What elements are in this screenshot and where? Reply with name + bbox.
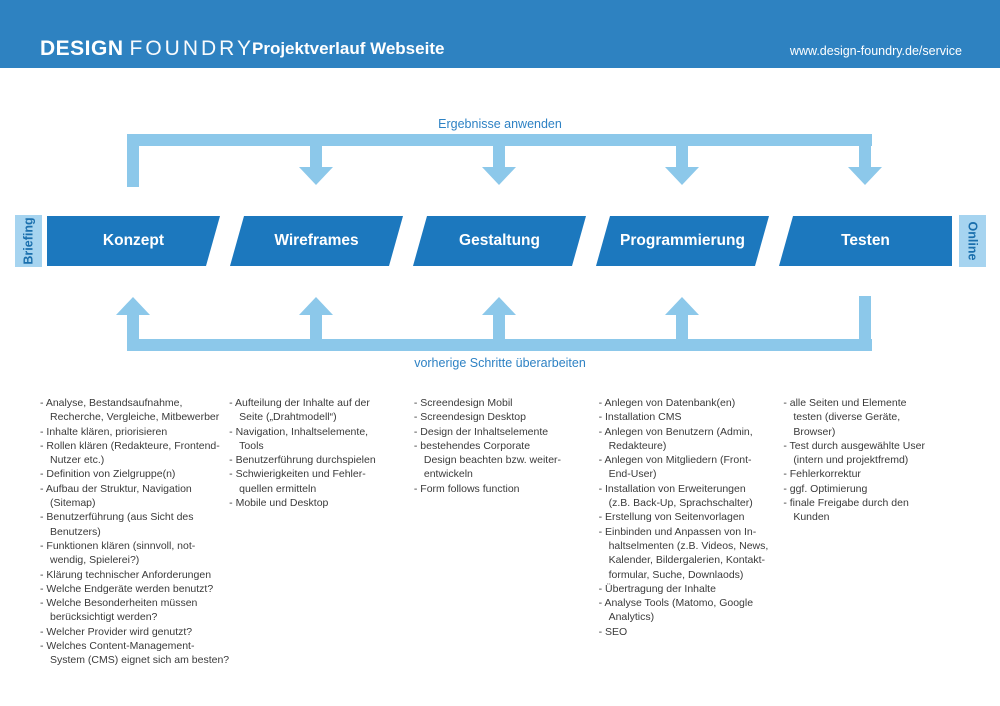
arrow-down-head-testen-icon xyxy=(848,167,882,185)
task-item: Benutzerführung durchspielen xyxy=(229,453,414,467)
stage-label: Testen xyxy=(841,232,890,249)
task-item: Definition von Zielgruppe(n) xyxy=(40,467,229,481)
task-item: Einbinden und Anpassen von In- haltselme… xyxy=(599,525,784,582)
task-item: Screendesign Desktop xyxy=(414,410,599,424)
task-item: Fehlerkorrektur xyxy=(783,467,968,481)
task-item: Installation CMS xyxy=(599,410,784,424)
arrow-down-stem-wireframes xyxy=(310,146,322,167)
task-list-gestaltung: Screendesign MobilScreendesign DesktopDe… xyxy=(414,396,599,668)
task-item: Schwierigkeiten und Fehler- quellen ermi… xyxy=(229,467,414,496)
task-item: Mobile und Desktop xyxy=(229,496,414,510)
task-item: Navigation, Inhaltselemente, Tools xyxy=(229,425,414,454)
arrow-up-head-programmierung-icon xyxy=(665,297,699,315)
online-label: Online xyxy=(965,221,980,261)
task-list-programmierung: Anlegen von Datenbank(en)Installation CM… xyxy=(599,396,784,668)
task-columns: Analyse, Bestandsaufnahme, Recherche, Ve… xyxy=(40,396,968,668)
arrow-up-stem-wireframes xyxy=(310,315,322,339)
briefing-entry-box: Briefing xyxy=(15,215,42,267)
arrow-down-head-gestaltung-icon xyxy=(482,167,516,185)
arrow-down-head-programmierung-icon xyxy=(665,167,699,185)
task-item: Welche Besonderheiten müssen berücksicht… xyxy=(40,596,229,625)
task-item: Welches Content-Management- System (CMS)… xyxy=(40,639,229,668)
task-item: Welche Endgeräte werden benutzt? xyxy=(40,582,229,596)
briefing-label: Briefing xyxy=(21,217,36,265)
stage-label: Wireframes xyxy=(274,232,359,249)
task-item: alle Seiten und Elemente testen (diverse… xyxy=(783,396,968,439)
forward-bar xyxy=(127,134,872,146)
task-item: Design der Inhaltselemente xyxy=(414,425,599,439)
stage-gestaltung: Gestaltung xyxy=(413,216,586,266)
arrow-down-stem-testen xyxy=(859,146,871,167)
task-item: ggf. Optimierung xyxy=(783,482,968,496)
stage-band: Konzept Wireframes Gestaltung Programmie… xyxy=(47,216,952,266)
arrow-down-stem-programmierung xyxy=(676,146,688,167)
task-item: Installation von Erweiterungen (z.B. Bac… xyxy=(599,482,784,511)
service-url: www.design-foundry.de/service xyxy=(789,44,962,58)
task-item: Analyse Tools (Matomo, Google Analytics) xyxy=(599,596,784,625)
task-list-wireframes: Aufteilung der Inhalte auf der Seite („D… xyxy=(229,396,414,668)
stage-label: Programmierung xyxy=(620,232,745,249)
task-item: Aufbau der Struktur, Navigation (Sitemap… xyxy=(40,482,229,511)
task-item: Übertragung der Inhalte xyxy=(599,582,784,596)
backward-flow-label: vorherige Schritte überarbeiten xyxy=(414,356,586,370)
stage-programmierung: Programmierung xyxy=(596,216,769,266)
task-item: Klärung technischer Anforderungen xyxy=(40,568,229,582)
task-item: Rollen klären (Redakteure, Frontend- Nut… xyxy=(40,439,229,468)
arrow-up-stem-gestaltung xyxy=(493,315,505,339)
forward-source-stem-konzept xyxy=(127,146,139,187)
task-item: Anlegen von Mitgliedern (Front- End-User… xyxy=(599,453,784,482)
task-item: finale Freigabe durch den Kunden xyxy=(783,496,968,525)
arrow-up-head-konzept-icon xyxy=(116,297,150,315)
task-item: Aufteilung der Inhalte auf der Seite („D… xyxy=(229,396,414,425)
brand-logo-bold: DESIGN xyxy=(40,37,124,60)
task-item: Benutzerführung (aus Sicht des Benutzers… xyxy=(40,510,229,539)
forward-flow-label: Ergebnisse anwenden xyxy=(438,117,562,131)
arrow-down-stem-gestaltung xyxy=(493,146,505,167)
backward-source-stem-testen xyxy=(859,296,871,339)
arrow-up-head-wireframes-icon xyxy=(299,297,333,315)
task-list-testen: alle Seiten und Elemente testen (diverse… xyxy=(783,396,968,668)
task-item: Welcher Provider wird genutzt? xyxy=(40,625,229,639)
online-exit-box: Online xyxy=(959,215,986,267)
task-item: Anlegen von Benutzern (Admin, Redakteure… xyxy=(599,425,784,454)
task-item: Inhalte klären, priorisieren xyxy=(40,425,229,439)
brand-logo-light: FOUNDRY xyxy=(129,37,254,60)
task-item: Funktionen klären (sinnvoll, not- wendig… xyxy=(40,539,229,568)
task-item: Test durch ausgewählte User (intern und … xyxy=(783,439,968,468)
stage-konzept: Konzept xyxy=(47,216,220,266)
task-list-konzept: Analyse, Bestandsaufnahme, Recherche, Ve… xyxy=(40,396,229,668)
task-item: Form follows function xyxy=(414,482,599,496)
stage-label: Konzept xyxy=(102,232,165,249)
arrow-up-stem-programmierung xyxy=(676,315,688,339)
task-item: Analyse, Bestandsaufnahme, Recherche, Ve… xyxy=(40,396,229,425)
arrow-down-head-wireframes-icon xyxy=(299,167,333,185)
stage-label: Gestaltung xyxy=(459,232,540,249)
backward-bar xyxy=(127,339,872,351)
arrow-up-stem-konzept xyxy=(127,315,139,339)
task-item: SEO xyxy=(599,625,784,639)
page-title: Projektverlauf Webseite xyxy=(252,39,445,58)
arrow-up-head-gestaltung-icon xyxy=(482,297,516,315)
stage-wireframes: Wireframes xyxy=(230,216,403,266)
task-item: Screendesign Mobil xyxy=(414,396,599,410)
stage-testen: Testen xyxy=(779,216,952,266)
task-item: Erstellung von Seitenvorlagen xyxy=(599,510,784,524)
task-item: Anlegen von Datenbank(en) xyxy=(599,396,784,410)
task-item: bestehendes Corporate Design beachten bz… xyxy=(414,439,599,482)
